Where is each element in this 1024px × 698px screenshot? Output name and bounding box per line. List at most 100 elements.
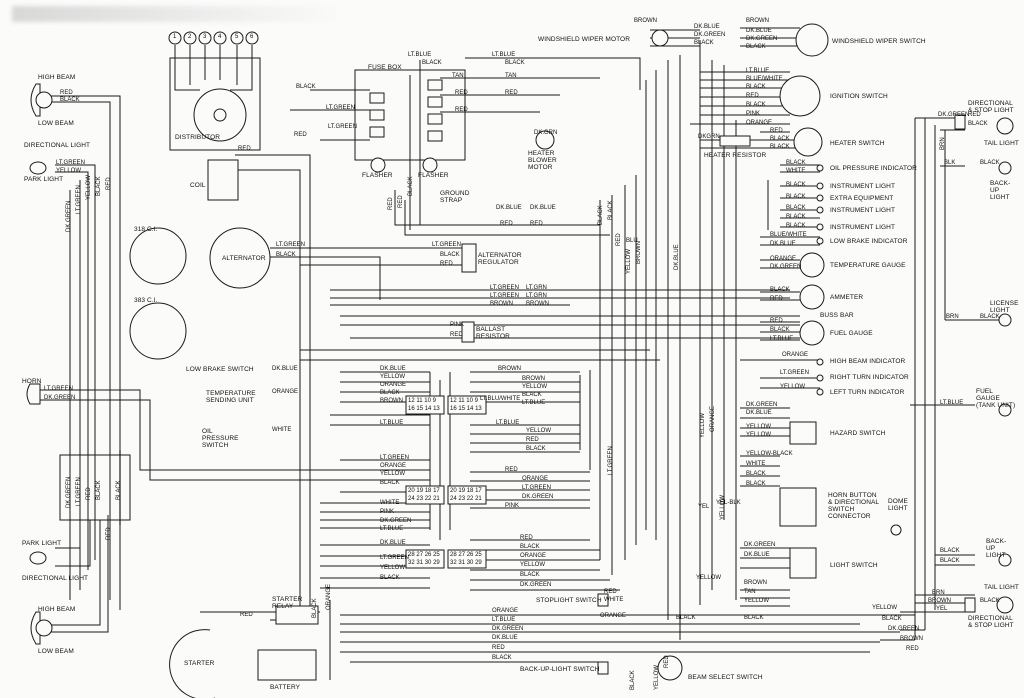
label-starter-relay: STARTER RELAY bbox=[272, 596, 303, 610]
c1-top-pins: 12 11 10 9 bbox=[408, 398, 436, 404]
wire-black-am: BLACK bbox=[770, 287, 790, 293]
label-ground-strap: GROUND STRAP bbox=[440, 190, 470, 204]
label-low-beam-bottom: LOW BEAM bbox=[38, 648, 74, 655]
label-fuse-box: FUSE BOX bbox=[368, 64, 402, 71]
wire-dk-green-c6: DK.GREEN bbox=[520, 582, 552, 588]
label-ci-383: 383 C.I. bbox=[134, 297, 158, 304]
label-heater-blower-motor: HEATER BLOWER MOTOR bbox=[528, 150, 557, 171]
label-alternator: ALTERNATOR bbox=[222, 255, 266, 262]
wire-black-c3: BLACK bbox=[380, 480, 400, 486]
wire-orange-c4: ORANGE bbox=[522, 476, 549, 482]
dist-num-4: 4 bbox=[218, 34, 222, 40]
wire-red-c6: RED bbox=[520, 535, 533, 541]
c2-bot-pins: 16 15 14 13 bbox=[450, 406, 482, 412]
wire-black-fg: BLACK bbox=[770, 327, 790, 333]
wire-yellow-c2b: YELLOW bbox=[526, 428, 552, 434]
wire-brown-mid: BROWN bbox=[490, 301, 513, 307]
label-license-light: LICENSE LIGHT bbox=[990, 300, 1019, 314]
wire-brown-c2b: BROWN bbox=[522, 376, 545, 382]
wire-dk-green-ls: DK.GREEN bbox=[744, 542, 776, 548]
wire-red-f1: RED bbox=[455, 90, 468, 96]
label-ignition-switch: IGNITION SWITCH bbox=[830, 93, 888, 100]
wire-red-stop: RED bbox=[604, 589, 617, 595]
label-high-beam-indicator: HIGH BEAM INDICATOR bbox=[830, 358, 906, 365]
wire-lt-blue-fg: LT.BLUE bbox=[770, 336, 794, 342]
wire-orange-bot: ORANGE bbox=[492, 608, 519, 614]
label-instrument-light-3: INSTRUMENT LIGHT bbox=[830, 224, 896, 231]
wire-brown-c1: BROWN bbox=[380, 398, 403, 404]
label-coil: COIL bbox=[190, 182, 206, 189]
dist-num-5: 5 bbox=[235, 34, 239, 40]
wire-red-am: RED bbox=[770, 296, 783, 302]
wire-black-bl2: BLACK bbox=[940, 558, 960, 564]
wire-lt-green-v3: LT.GREEN bbox=[608, 446, 614, 475]
wire-black-v3: BLACK bbox=[116, 480, 122, 500]
wire-yellow-rear: YELLOW bbox=[872, 605, 898, 611]
wire-black-c6: BLACK bbox=[520, 544, 540, 550]
label-heater-switch: HEATER SWITCH bbox=[830, 140, 885, 147]
wire-lt-blue-top: LT.BLUE bbox=[408, 52, 432, 58]
wire-black-hb2: BLACK bbox=[746, 481, 766, 487]
wire-lt-green-c5: LT.GREEN bbox=[380, 555, 409, 561]
wire-yellow-ls: YELLOW bbox=[744, 598, 770, 604]
wire-yellow-lti: YELLOW bbox=[780, 384, 806, 390]
wire-orange-ign: ORANGE bbox=[746, 120, 773, 126]
wire-black-c2: BLACK bbox=[522, 392, 542, 398]
label-alternator-regulator: ALTERNATOR REGULATOR bbox=[478, 252, 522, 266]
wire-white-hb: WHITE bbox=[746, 461, 766, 467]
heater-switch-icon bbox=[793, 127, 823, 157]
horn-icon bbox=[26, 383, 41, 405]
wire-pink-ign: PINK bbox=[746, 111, 761, 117]
wire-tan-1: TAN bbox=[452, 73, 464, 79]
wire-black-reg: BLACK bbox=[440, 252, 460, 258]
wire-lt-green-v2: LT.GREEN bbox=[76, 477, 82, 506]
wire-brown-v1: BROWN bbox=[636, 241, 642, 264]
label-fuel-gauge: FUEL GAUGE bbox=[830, 330, 873, 337]
wire-yellow-1: YELLOW bbox=[56, 168, 82, 174]
wire-yellow-hz2: YELLOW bbox=[746, 432, 772, 438]
label-temperature-gauge: TEMPERATURE GAUGE bbox=[830, 262, 906, 269]
wire-red-reg: RED bbox=[440, 261, 453, 267]
wire-black-wip: BLACK bbox=[694, 40, 714, 46]
wire-red-heat: RED bbox=[770, 128, 783, 134]
wire-black-fuse: BLACK bbox=[296, 84, 316, 90]
wire-black-stop3: BLACK bbox=[744, 615, 764, 621]
wire-lt-grn-1: LT.GRN bbox=[526, 285, 547, 291]
wire-tan-ls: TAN bbox=[744, 589, 756, 595]
label-hazard-switch: HAZARD SWITCH bbox=[830, 430, 886, 437]
wire-black-bot: BLACK bbox=[492, 655, 512, 661]
wire-lt-green-horn: LT.GREEN bbox=[44, 386, 73, 392]
label-buss-bar: BUSS BAR bbox=[820, 312, 854, 319]
wire-lt-green-v1: LT.GREEN bbox=[76, 185, 82, 214]
wire-lt-blue-c3: LT.BLUE bbox=[380, 526, 404, 532]
label-light-switch: LIGHT SWITCH bbox=[830, 562, 878, 569]
wire-red-fg: RED bbox=[770, 318, 783, 324]
label-heater-resistor: HEATER RESISTOR bbox=[704, 152, 767, 159]
label-ci-318: 318 C.I. bbox=[134, 226, 158, 233]
wire-yel: YEL bbox=[698, 504, 710, 510]
wire-black-v5: BLACK bbox=[598, 205, 604, 225]
wire-orange-v1: ORANGE bbox=[710, 405, 716, 432]
wire-black-inst3: BLACK bbox=[786, 214, 806, 220]
wire-brown-tl: BROWN bbox=[928, 598, 951, 604]
wire-yel-blk: YEL-BLK bbox=[716, 500, 741, 506]
wire-dk-grn-blower: DK.GRN bbox=[534, 130, 558, 136]
wire-yellow-c3: YELLOW bbox=[380, 471, 406, 477]
dist-num-1: 1 bbox=[173, 34, 177, 40]
wire-dk-green-c4: DK.GREEN bbox=[522, 494, 554, 500]
wire-red-v1: RED bbox=[106, 177, 112, 190]
wire-yellow-v4: YELLOW bbox=[720, 494, 726, 520]
wire-dk-green-c3: DK.GREEN bbox=[380, 518, 412, 524]
wire-red-relay: RED bbox=[240, 612, 253, 618]
wire-brn-v1: BRN bbox=[940, 137, 946, 150]
label-tail-light-top: TAIL LIGHT bbox=[984, 140, 1019, 147]
label-horn: HORN bbox=[22, 378, 42, 385]
wire-red-v7: RED bbox=[664, 655, 670, 668]
c1-bot-pins: 16 15 14 13 bbox=[408, 406, 440, 412]
wire-red-v2: RED bbox=[86, 487, 92, 500]
battery-icon bbox=[257, 649, 317, 681]
label-extra-equipment: EXTRA EQUIPMENT bbox=[830, 195, 894, 202]
label-dir-stop-light-top: DIRECTIONAL & STOP LIGHT bbox=[968, 100, 1014, 114]
wire-orange-v2: ORANGE bbox=[326, 583, 332, 610]
